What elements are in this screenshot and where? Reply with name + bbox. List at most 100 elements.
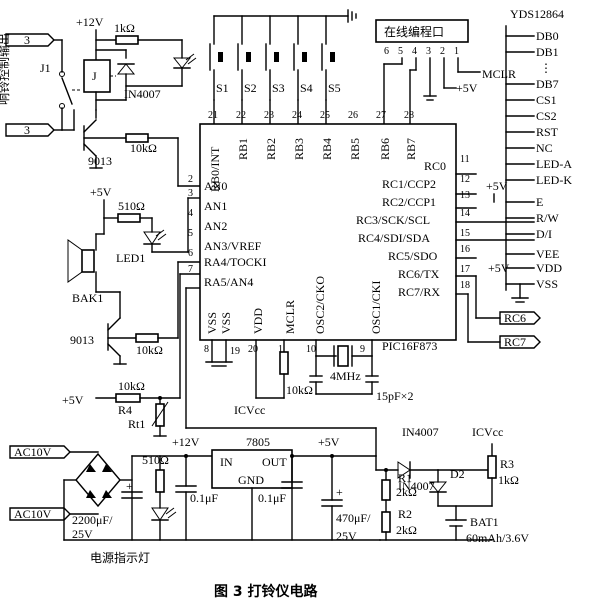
icvcc-label: ICVcc bbox=[472, 425, 503, 439]
relay-contact-label: J1 bbox=[40, 61, 51, 75]
lcd-pin-cs2: CS2 bbox=[536, 109, 557, 123]
d2-diode bbox=[428, 481, 448, 493]
c-out-label: 470μF/ bbox=[336, 511, 371, 525]
pin-an0: AN0 bbox=[204, 179, 227, 193]
pin-26: 26 bbox=[348, 110, 358, 121]
crystal-label: 4MHz bbox=[330, 369, 361, 383]
battery-value-label: 60mAh/3.6V bbox=[466, 531, 529, 545]
ring-output-label: 响铃控制输出 bbox=[0, 33, 11, 105]
pin-27: 27 bbox=[376, 110, 386, 121]
rc6-net-tag bbox=[499, 311, 541, 325]
r1-label: R1 bbox=[398, 471, 412, 485]
connector-tag-3-bottom-label: 3 bbox=[24, 123, 30, 137]
pin-rb5: RB5 bbox=[348, 138, 362, 160]
pin-6: 6 bbox=[188, 248, 193, 259]
power-indicator-led bbox=[151, 507, 169, 521]
pin-rc3-sck-scl: RC3/SCK/SCL bbox=[356, 213, 430, 227]
d2-label: D2 bbox=[450, 467, 465, 481]
pwr-led-resistor bbox=[155, 469, 165, 493]
prog-pin-4: 4 bbox=[412, 46, 417, 57]
pin-rc1-ccp2: RC1/CCP2 bbox=[382, 177, 436, 191]
pin-vss-b: VSS bbox=[219, 312, 233, 334]
lcd-pin-db1: DB1 bbox=[536, 45, 559, 59]
connector-tag-3-top-label: 3 bbox=[24, 33, 30, 47]
lcd-title: YDS12864 bbox=[510, 7, 564, 21]
lcd-pin-db0: DB0 bbox=[536, 29, 559, 43]
pin-rb3: RB3 bbox=[292, 138, 306, 160]
lcd-pin-db7: DB7 bbox=[536, 77, 559, 91]
switch-s2[interactable]: S2 bbox=[237, 15, 257, 101]
supply-5v-label-2: +5V bbox=[62, 393, 84, 407]
thermistor bbox=[155, 403, 165, 427]
ac-input-tag-top bbox=[9, 445, 71, 459]
pin-rb1: RB1 bbox=[236, 138, 250, 160]
mcu-bottom-wiring: 10kΩ ICVcc 4MHz 15pF×2 bbox=[205, 339, 413, 417]
mcu-vcc-label: ICVcc bbox=[234, 403, 265, 417]
switch-s2-label: S2 bbox=[244, 81, 257, 95]
pin-8: 8 bbox=[204, 344, 209, 355]
switch-s3[interactable]: S3 bbox=[265, 15, 285, 101]
regulator-out-label: OUT bbox=[262, 455, 287, 469]
prog-port-box bbox=[375, 19, 469, 43]
relay-driver: +12V 1kΩ J IN4007 9013 10kΩ bbox=[76, 15, 201, 187]
pin-rc2-ccp1: RC2/CCP1 bbox=[382, 195, 436, 209]
crystal-caps-label: 15pF×2 bbox=[376, 389, 413, 403]
pin-24: 24 bbox=[292, 110, 302, 121]
mclr-resistor bbox=[279, 351, 289, 375]
r4-value-label: 10kΩ bbox=[118, 379, 145, 393]
c-out-plus: + bbox=[336, 485, 343, 499]
lcd-pin-led-a: LED-A bbox=[536, 157, 572, 171]
lcd-pin-di: D/I bbox=[536, 227, 552, 241]
pin-ra5-an4: RA5/AN4 bbox=[204, 275, 253, 289]
mcu-body bbox=[199, 123, 457, 341]
pwr-led-res-label: 510Ω bbox=[142, 453, 169, 467]
pin-22: 22 bbox=[236, 110, 246, 121]
switch-s1[interactable]: S1 bbox=[209, 15, 229, 101]
pin-osc2-cko: OSC2/CKO bbox=[313, 276, 327, 334]
relay-resistor bbox=[115, 35, 139, 45]
switch-s5[interactable]: S5 bbox=[321, 15, 341, 101]
bridge-rectifier bbox=[75, 452, 121, 508]
q1-label: 9013 bbox=[88, 154, 112, 168]
pin-5: 5 bbox=[188, 228, 193, 239]
rc7-net-tag bbox=[499, 335, 541, 349]
pin-17: 17 bbox=[460, 264, 470, 275]
c-in-label: 2200μF/ bbox=[72, 513, 113, 527]
relay-res-label: 1kΩ bbox=[114, 21, 135, 35]
alarm-led-buzzer: +5V 510Ω LED1 BAK1 9013 10kΩ bbox=[67, 185, 201, 365]
pin-28: 28 bbox=[404, 110, 414, 121]
switch-s4[interactable]: S4 bbox=[293, 15, 313, 101]
mclr-label: MCLR bbox=[482, 67, 516, 81]
regulator-part-label: 7805 bbox=[246, 435, 270, 449]
mcu-top-pins: 21 22 23 24 25 26 27 28 RB0/INT RB1 RB2 … bbox=[208, 110, 418, 192]
q2-base-res-label: 10kΩ bbox=[136, 343, 163, 357]
power-indicator-label: 电源指示灯 bbox=[90, 550, 150, 565]
lcd-pin-list: DB0 DB1 ⋮ DB7 CS1 CS2 RST NC LED-A LED-K… bbox=[536, 29, 572, 291]
pin-an1: AN1 bbox=[204, 199, 227, 213]
prog-pin-6: 6 bbox=[384, 46, 389, 57]
lcd-pin-vdd: VDD bbox=[536, 261, 562, 275]
relay-label: J bbox=[92, 69, 97, 83]
prog-port-5v-label: +5V bbox=[456, 81, 478, 95]
c2-label: 0.1μF bbox=[258, 491, 286, 505]
pin-an2: AN2 bbox=[204, 219, 227, 233]
switch-s1-label: S1 bbox=[216, 81, 229, 95]
c-out-voltage-label: 25V bbox=[336, 529, 357, 543]
prog-pin-1: 1 bbox=[454, 46, 459, 57]
lcd-pin-vee: VEE bbox=[536, 247, 559, 261]
pin-10: 10 bbox=[306, 344, 316, 355]
switch-bank: S1 S2 S3 S4 S5 bbox=[209, 9, 357, 125]
ring-output-section: 3 3 J1 响铃控制输出 bbox=[0, 33, 82, 137]
r4-label: R4 bbox=[118, 403, 132, 417]
ac-input-tag-bottom bbox=[9, 507, 71, 521]
c1-label: 0.1μF bbox=[190, 491, 218, 505]
pin-12: 12 bbox=[460, 174, 470, 185]
q1-base-res-label: 10kΩ bbox=[130, 141, 157, 155]
voltage-regulator bbox=[211, 449, 293, 489]
led-label: LED1 bbox=[116, 251, 145, 265]
supply-12v-label: +12V bbox=[76, 15, 104, 29]
pin-rc7-rx: RC7/RX bbox=[398, 285, 440, 299]
mcu-right-pins: 11 12 13 14 15 16 17 18 RC0 RC1/CCP2 RC2… bbox=[356, 154, 470, 299]
ac-input-label-top: AC10V bbox=[14, 445, 52, 459]
prog-pin-3: 3 bbox=[426, 46, 431, 57]
